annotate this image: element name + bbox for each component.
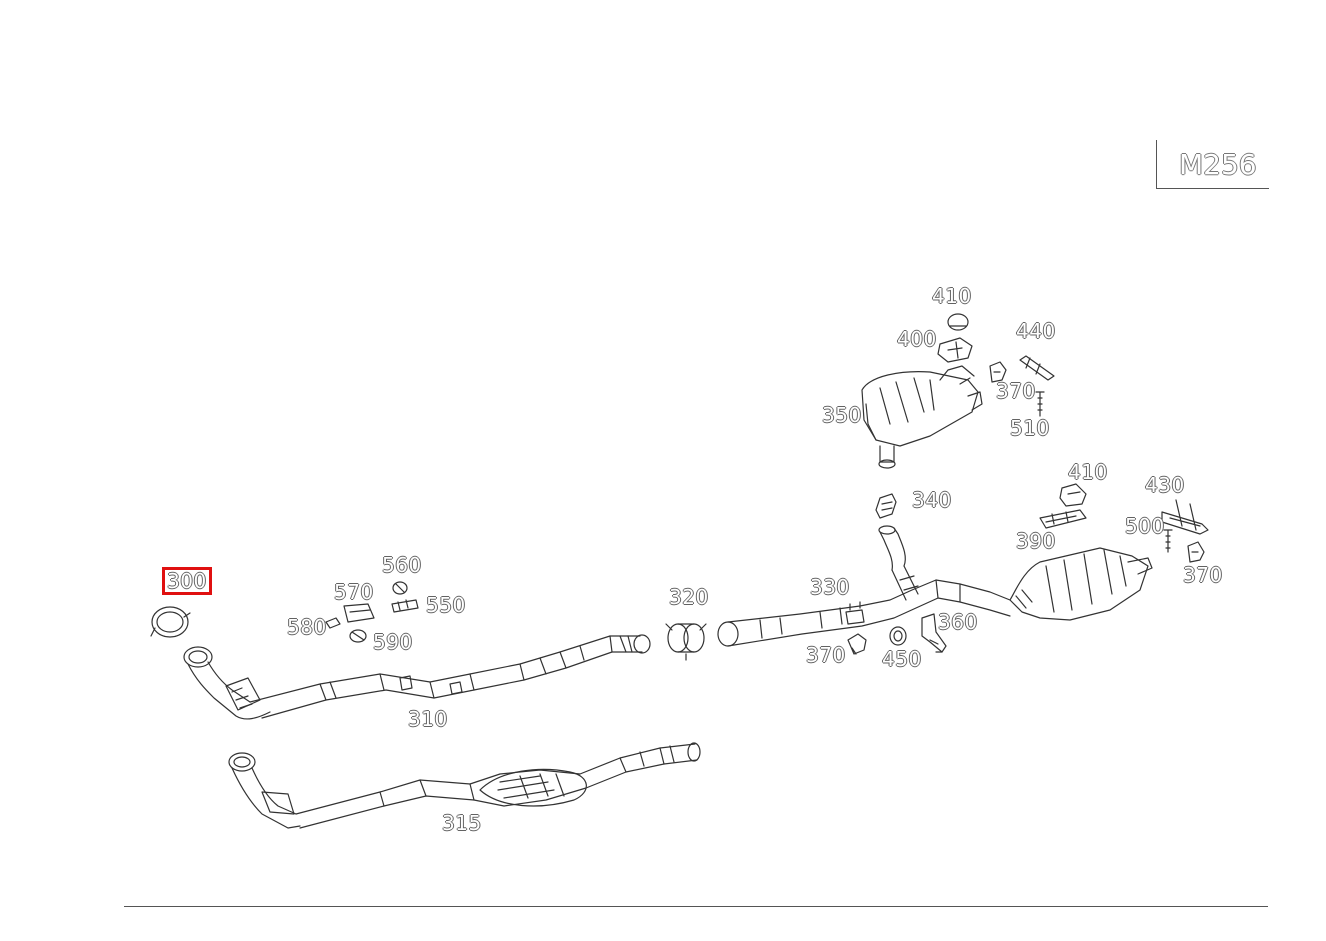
callout-370-a[interactable]: 370 (806, 643, 846, 667)
bracket-370-b[interactable] (989, 361, 1007, 383)
rear-silencer-350[interactable] (861, 365, 983, 469)
callout-510[interactable]: 510 (1010, 416, 1050, 440)
bracket-370-a[interactable] (847, 633, 867, 655)
front-pipe-310[interactable] (183, 634, 651, 720)
model-label-box: M256 (1156, 140, 1269, 189)
callout-500[interactable]: 500 (1125, 514, 1165, 538)
callout-350[interactable]: 350 (822, 403, 862, 427)
callout-310[interactable]: 310 (408, 707, 448, 731)
callout-410-b[interactable]: 410 (1068, 460, 1108, 484)
footer-divider (124, 906, 1268, 907)
mount-400[interactable] (937, 337, 973, 363)
bracket-440[interactable] (1019, 355, 1055, 381)
hanger-340[interactable] (875, 493, 897, 519)
ring-450[interactable] (889, 626, 907, 646)
bracket-370-c[interactable] (1187, 541, 1205, 563)
isolator-410-a[interactable] (947, 313, 969, 331)
callout-550[interactable]: 550 (426, 593, 466, 617)
callout-430[interactable]: 430 (1145, 473, 1185, 497)
callout-410-a[interactable]: 410 (932, 284, 972, 308)
callout-390[interactable]: 390 (1016, 529, 1056, 553)
bracket-570[interactable] (343, 603, 375, 623)
callout-450[interactable]: 450 (882, 647, 922, 671)
callout-300[interactable]: 300 (162, 567, 212, 595)
clamp-320[interactable] (665, 623, 707, 661)
callout-400[interactable]: 400 (897, 327, 937, 351)
isolator-410-b[interactable] (1059, 483, 1087, 507)
callout-315[interactable]: 315 (442, 811, 482, 835)
bracket-430[interactable] (1161, 499, 1209, 535)
gasket-300[interactable] (150, 606, 191, 638)
model-label: M256 (1179, 148, 1257, 181)
bracket-360[interactable] (921, 613, 947, 653)
callout-320[interactable]: 320 (669, 585, 709, 609)
callout-340[interactable]: 340 (912, 488, 952, 512)
callout-580[interactable]: 580 (287, 615, 327, 639)
stud-580[interactable] (325, 617, 341, 629)
callout-370-c[interactable]: 370 (1183, 563, 1223, 587)
callout-560[interactable]: 560 (382, 553, 422, 577)
callout-570[interactable]: 570 (334, 580, 374, 604)
callout-330[interactable]: 330 (810, 575, 850, 599)
callout-440[interactable]: 440 (1016, 319, 1056, 343)
nut-590[interactable] (349, 629, 367, 643)
clip-550[interactable] (391, 599, 419, 613)
callout-590[interactable]: 590 (373, 630, 413, 654)
intermediate-pipe-330[interactable] (717, 525, 1011, 647)
bolt-500[interactable] (1163, 529, 1173, 553)
rear-muffler[interactable] (1009, 547, 1153, 621)
mount-390[interactable] (1039, 509, 1087, 529)
callout-360[interactable]: 360 (938, 610, 978, 634)
callout-370-b[interactable]: 370 (996, 379, 1036, 403)
nut-560[interactable] (392, 581, 408, 595)
bolt-510[interactable] (1035, 391, 1045, 417)
front-pipe-315[interactable] (228, 742, 701, 829)
